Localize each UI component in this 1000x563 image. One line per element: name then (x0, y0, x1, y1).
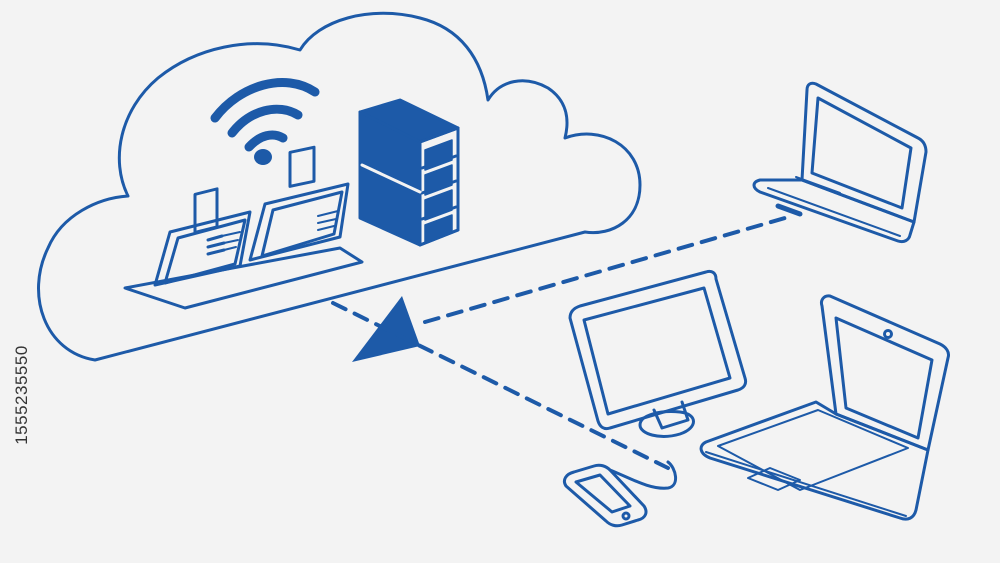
wifi-dot (254, 149, 272, 165)
stock-id-label: 1555235550 (10, 320, 34, 470)
document-panel-icon (153, 187, 252, 287)
server-cabinet-icon (358, 98, 460, 247)
wifi-icon (210, 78, 320, 152)
cloud-outline (37, 11, 642, 362)
desktop-monitor-icon (568, 269, 748, 438)
smartphone-icon (562, 460, 677, 528)
stock-id-text: 1555235550 (12, 345, 32, 445)
laptop-icon (752, 81, 928, 244)
dashed-connectors (331, 216, 787, 470)
document-panel-icon (248, 145, 350, 262)
laptop-icon (699, 294, 950, 521)
cloud-shelf (123, 246, 364, 310)
